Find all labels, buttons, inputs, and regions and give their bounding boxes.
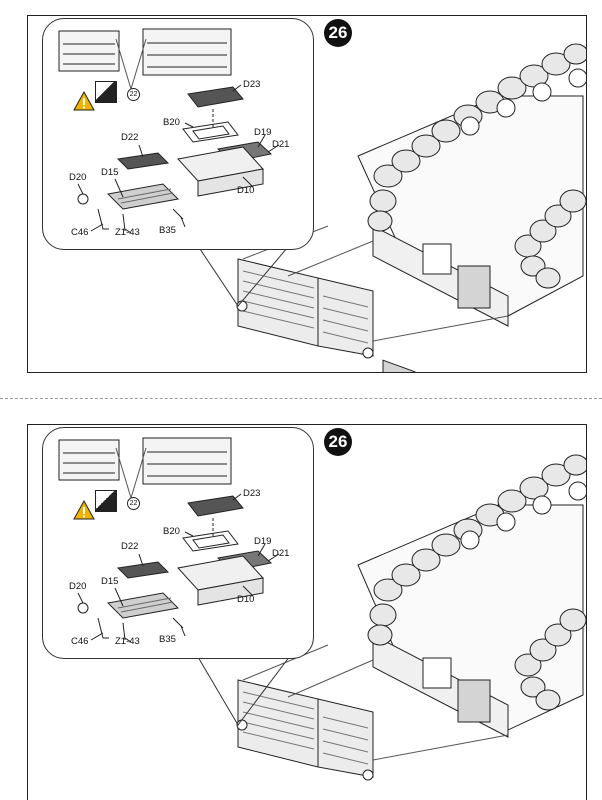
paint-color-icon	[95, 81, 117, 103]
subassembly-drawing	[58, 28, 280, 234]
detail-callout: 22 D23 B20 D19 D21 D22 D15 D20 D10 C46 Z…	[42, 18, 314, 250]
detail-callout: 22 D23 B20 D19 D21 D22 D15 D20 D10 C46 Z…	[42, 427, 314, 659]
dashed-cut-line	[0, 398, 602, 399]
paint-ref-number: 22	[127, 88, 140, 101]
part-label-b35: B35	[159, 225, 176, 236]
part-label-d22: D22	[121, 541, 139, 552]
step-number-badge: 26	[324, 19, 352, 47]
paint-color-icon	[95, 490, 117, 512]
part-label-d19: D19	[254, 536, 272, 547]
part-label-d23: D23	[243, 488, 261, 499]
instruction-panel-top: 26	[27, 15, 587, 373]
paint-ref-number: 22	[127, 497, 140, 510]
part-label-d23: D23	[243, 79, 261, 90]
part-label-z1-43: Z1-43	[115, 227, 140, 238]
part-label-d15: D15	[101, 576, 119, 587]
subassembly-drawing	[58, 437, 280, 643]
part-label-b20: B20	[163, 526, 180, 537]
part-label-b20: B20	[163, 117, 180, 128]
part-label-c46: C46	[71, 636, 89, 647]
part-label-b35: B35	[159, 634, 176, 645]
part-label-d10: D10	[237, 185, 255, 196]
step-number-badge: 26	[324, 428, 352, 456]
part-label-d15: D15	[101, 167, 119, 178]
part-label-z1-43: Z1-43	[115, 636, 140, 647]
hull-illustration	[197, 43, 586, 372]
part-label-d19: D19	[254, 127, 272, 138]
warning-icon	[73, 500, 95, 520]
hull-illustration	[197, 454, 586, 781]
warning-icon	[73, 91, 95, 111]
part-label-d20: D20	[69, 581, 87, 592]
part-label-d21: D21	[272, 548, 290, 559]
part-label-d20: D20	[69, 172, 87, 183]
part-label-d10: D10	[237, 594, 255, 605]
part-label-d21: D21	[272, 139, 290, 150]
instruction-panel-bottom: 26	[27, 424, 587, 800]
part-label-d22: D22	[121, 132, 139, 143]
part-label-c46: C46	[71, 227, 89, 238]
